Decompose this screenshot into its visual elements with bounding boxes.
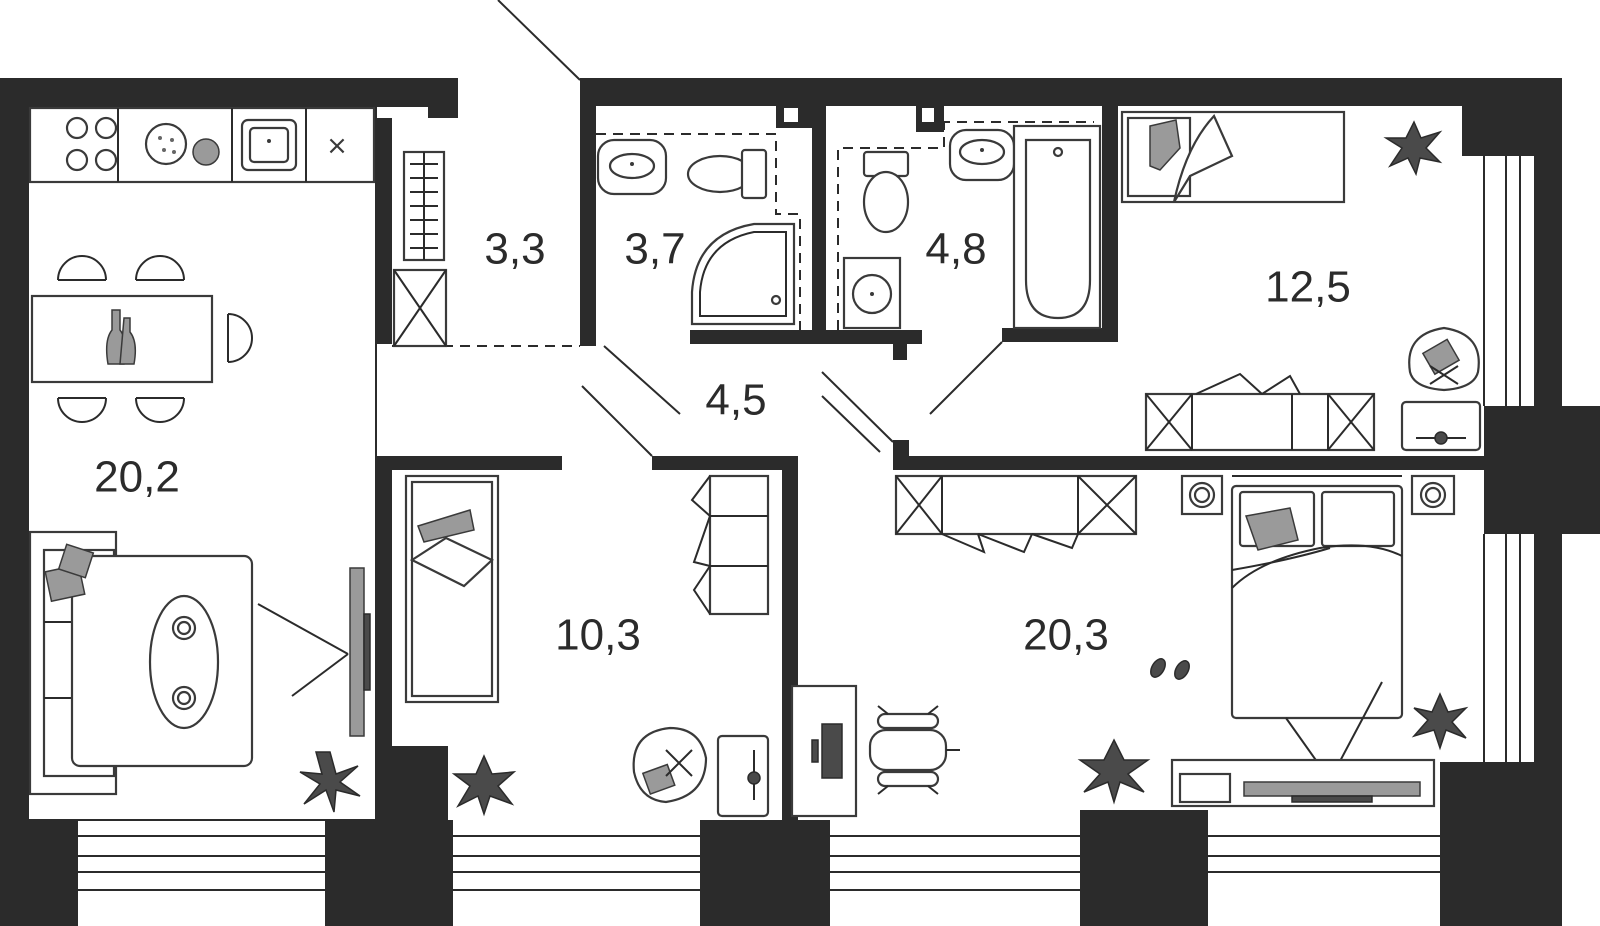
wall-bottom-pillar-2 [700,820,830,926]
wall-bottom-pillar-3 [1080,810,1208,926]
wall-right-pillar-bottom [1440,762,1562,926]
closet-storage [392,150,448,348]
slippers-icon [1150,658,1190,680]
wall-bath-bottom [690,330,922,344]
wall-bottom-left-pillar [0,820,78,926]
windows [48,156,1521,891]
wall-bath1-left [580,78,596,346]
wall-kids-top-left [376,456,562,470]
wall-bottom-pillar-1 [325,820,453,926]
wall-kids-top-right [652,456,798,470]
master-door [821,371,894,443]
svg-text:×: × [326,131,348,161]
plant-icon [299,751,361,813]
kids-room-furniture [404,474,770,818]
wardrobe-kids [708,474,770,616]
area-labels: 20,2 3,3 3,7 4,8 4,5 12,5 10,3 20,3 [94,225,1351,660]
chair [1408,326,1480,392]
window-bottom-master-2 [1208,835,1440,873]
walls [0,78,1600,926]
doors [375,0,1003,457]
wall-bath2-bottom [1002,328,1118,342]
coffee-table [148,594,220,730]
hall-door-2 [821,395,881,453]
window-bottom-master-1 [800,835,1178,891]
wall-closet-left [376,118,392,344]
bedroom-small-furniture [1120,110,1482,452]
plant-icon [1411,692,1469,751]
area-label-bathroom-2: 4,8 [925,225,986,274]
wardrobe-small [1144,372,1376,452]
wall-kids-left-lower [376,746,448,826]
wall-top-right [580,78,1562,106]
plant-icon [451,754,517,817]
wall-bedroom-small-left [1102,106,1118,342]
area-label-bedroom-kids: 10,3 [555,611,641,660]
bath2-door [929,341,1003,415]
wall-bedroom-divider [902,456,1484,470]
window-right-upper [1483,156,1521,406]
plant-icon [1077,738,1151,805]
tv-stand [349,567,365,737]
kitchen-counter: × [28,106,376,184]
toilet-icon-2 [862,170,910,234]
window-bottom-left [48,835,325,891]
plant-icon [1383,120,1443,177]
area-label-hallway: 4,5 [705,376,766,425]
entry-door [497,0,581,81]
wall-top-left [0,78,458,106]
master-bedroom-furniture [790,474,1469,818]
wall-bath-divider [812,106,826,332]
wall-right-pillar-top [1462,78,1562,156]
area-label-bathroom-1: 3,7 [624,225,685,274]
bathroom-1-fixtures [596,133,801,330]
area-label-closet: 3,3 [484,225,545,274]
bath1-door [603,345,681,415]
bathroom-2-fixtures [837,121,1102,330]
kids-door [581,385,653,457]
area-label-kitchen-living: 20,2 [94,453,180,502]
area-label-bedroom-small: 12,5 [1265,263,1351,312]
wall-left-pillar-top [428,78,458,118]
wall-outlines [27,105,428,821]
window-right-lower [1483,534,1521,762]
office-chair [868,705,960,795]
monitor-icon [821,723,843,779]
sofa [28,530,371,796]
wall-kids-left [376,456,392,746]
window-bottom-kids [427,835,740,891]
oven-icon [144,122,188,166]
wall-left-outer [0,78,28,926]
chair-kids [632,726,708,804]
wall-bath-bottom-stub [893,330,907,360]
wall-right-pillar-mid [1484,406,1600,534]
wardrobe-master [894,474,1138,554]
desk-kids [716,734,770,818]
area-label-bedroom-master: 20,3 [1023,611,1109,660]
wall-hall-corner [893,440,909,470]
dining-table [30,255,253,423]
